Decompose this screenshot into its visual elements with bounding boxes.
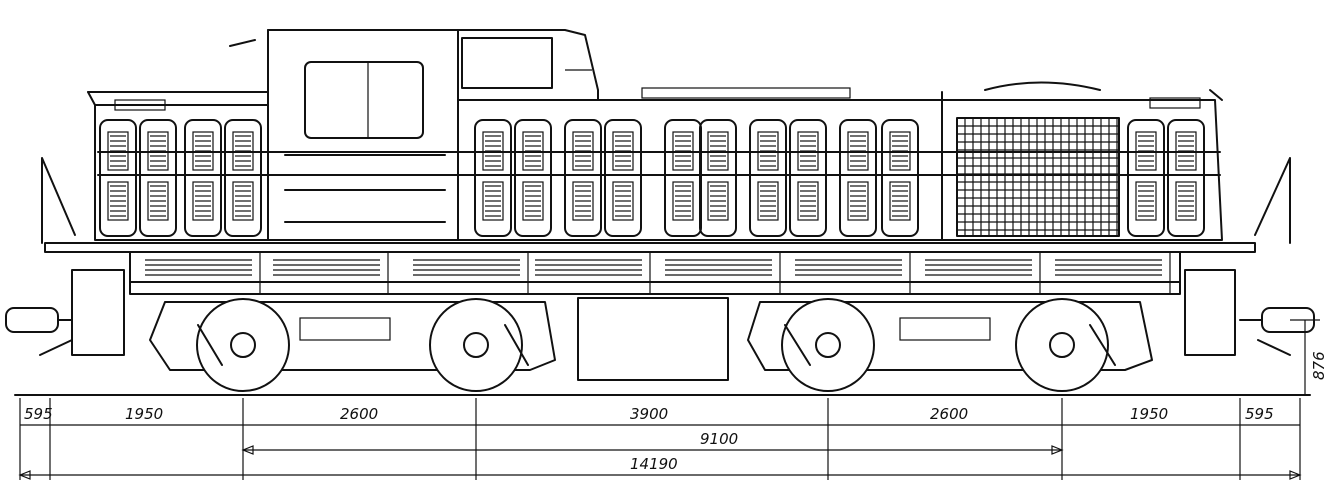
dim-14190: 14190: [630, 455, 678, 473]
hood-door: [749, 119, 787, 237]
hood-door: [699, 119, 737, 237]
dim-876: 876: [1310, 351, 1328, 380]
hood-door: [224, 119, 262, 237]
hood-door: [881, 119, 919, 237]
hood-door: [839, 119, 877, 237]
dim-1950-left: 1950: [125, 405, 163, 423]
hood-door: [789, 119, 827, 237]
dim-3900: 3900: [630, 405, 668, 423]
bogie-left: [149, 298, 556, 392]
hood-door: [664, 119, 702, 237]
hood-doors: [99, 119, 1205, 237]
dim-595-left: 595: [24, 405, 53, 423]
hood-door: [474, 119, 512, 237]
underframe-skirt: [129, 251, 1181, 295]
handrail: [97, 151, 1221, 176]
hood-door: [1167, 119, 1205, 237]
hood-door: [514, 119, 552, 237]
dim-2600-left: 2600: [340, 405, 378, 423]
hood-door: [139, 119, 177, 237]
hood-door: [604, 119, 642, 237]
hood-door: [1127, 119, 1165, 237]
dim-2600-right: 2600: [930, 405, 968, 423]
end-platforms: [39, 157, 1291, 356]
dimension-lines: 595 1950 2600 3900 2600 1950 595 9100 14…: [18, 319, 1328, 480]
locomotive-body: [44, 29, 1256, 253]
dim-595-right: 595: [1245, 405, 1274, 423]
hood-door: [99, 119, 137, 237]
fuel-tank: [577, 297, 729, 381]
radiator-grille: [957, 118, 1119, 236]
bogie-right: [747, 298, 1153, 392]
dim-9100: 9100: [700, 430, 738, 448]
dim-1950-right: 1950: [1130, 405, 1168, 423]
hood-door: [564, 119, 602, 237]
hood-door: [184, 119, 222, 237]
